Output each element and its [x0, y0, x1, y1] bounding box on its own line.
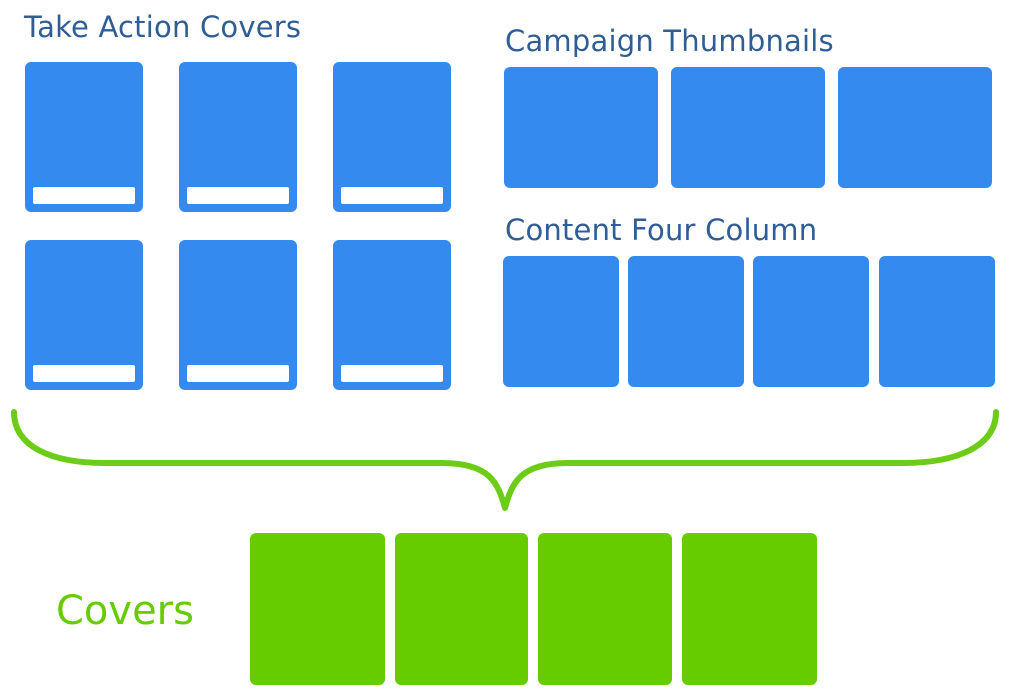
- content-column-card: [503, 256, 619, 387]
- take-action-cover-card: [179, 240, 297, 390]
- cover-card: [538, 533, 672, 685]
- cover-card: [250, 533, 385, 685]
- campaign-thumbnail-card: [671, 67, 825, 188]
- content-column-card: [628, 256, 744, 387]
- take-action-cover-bar: [187, 365, 289, 382]
- content-four-column-title: Content Four Column: [505, 213, 818, 247]
- take-action-cover-card: [25, 62, 143, 212]
- take-action-cover-bar: [33, 187, 135, 204]
- take-action-cover-bar: [187, 187, 289, 204]
- take-action-cover-card: [333, 62, 451, 212]
- take-action-cover-card: [179, 62, 297, 212]
- take-action-covers-title: Take Action Covers: [24, 10, 302, 44]
- campaign-thumbnails-title: Campaign Thumbnails: [505, 24, 834, 58]
- covers-label: Covers: [56, 588, 194, 634]
- take-action-cover-bar: [341, 187, 443, 204]
- take-action-cover-bar: [341, 365, 443, 382]
- campaign-thumbnail-card: [838, 67, 992, 188]
- content-column-card: [879, 256, 995, 387]
- take-action-cover-card: [333, 240, 451, 390]
- take-action-cover-card: [25, 240, 143, 390]
- campaign-thumbnail-card: [504, 67, 658, 188]
- cover-card: [682, 533, 817, 685]
- content-column-card: [753, 256, 869, 387]
- cover-card: [395, 533, 528, 685]
- take-action-cover-bar: [33, 365, 135, 382]
